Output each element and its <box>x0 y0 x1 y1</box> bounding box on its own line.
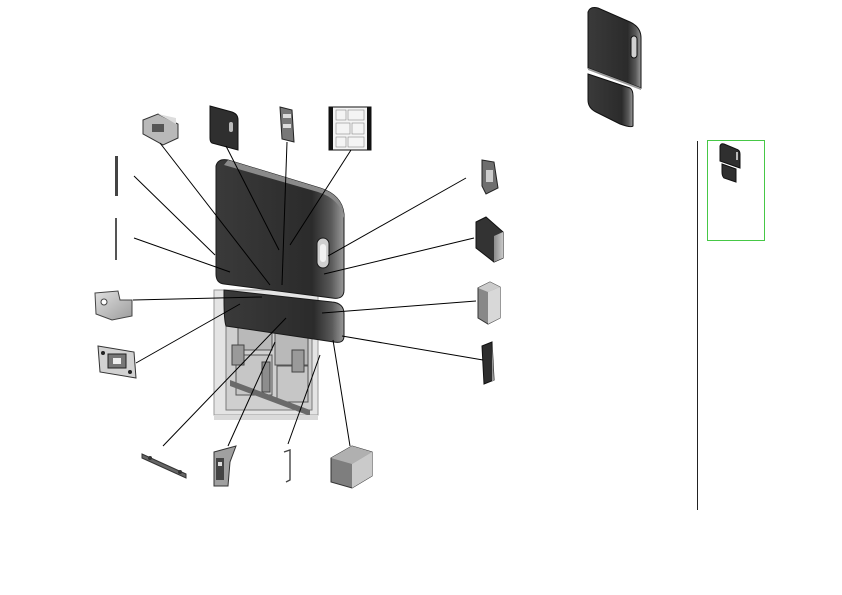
filler-panel <box>475 216 504 263</box>
door-panel <box>209 105 239 151</box>
angle-bracket <box>94 290 133 321</box>
latch-plate <box>279 106 295 143</box>
lock-housing <box>481 159 499 195</box>
spring-bar <box>141 453 187 479</box>
assembled-preview <box>587 7 642 128</box>
side-block <box>477 281 501 325</box>
hinge-bracket <box>142 113 179 146</box>
striker-block <box>213 445 237 487</box>
label-sheet <box>328 106 372 151</box>
wire-clip <box>283 449 291 483</box>
thumbnail-frame <box>707 140 765 241</box>
thumbnail-preview <box>719 143 741 183</box>
panel-divider <box>697 141 698 510</box>
base-block <box>330 445 373 489</box>
end-cap <box>481 341 495 385</box>
leader-lines <box>132 141 484 447</box>
rod-short <box>115 218 117 260</box>
rod-long <box>115 156 118 196</box>
door-lower <box>223 289 345 343</box>
door-upper <box>215 159 345 299</box>
lock-plate <box>97 345 137 379</box>
